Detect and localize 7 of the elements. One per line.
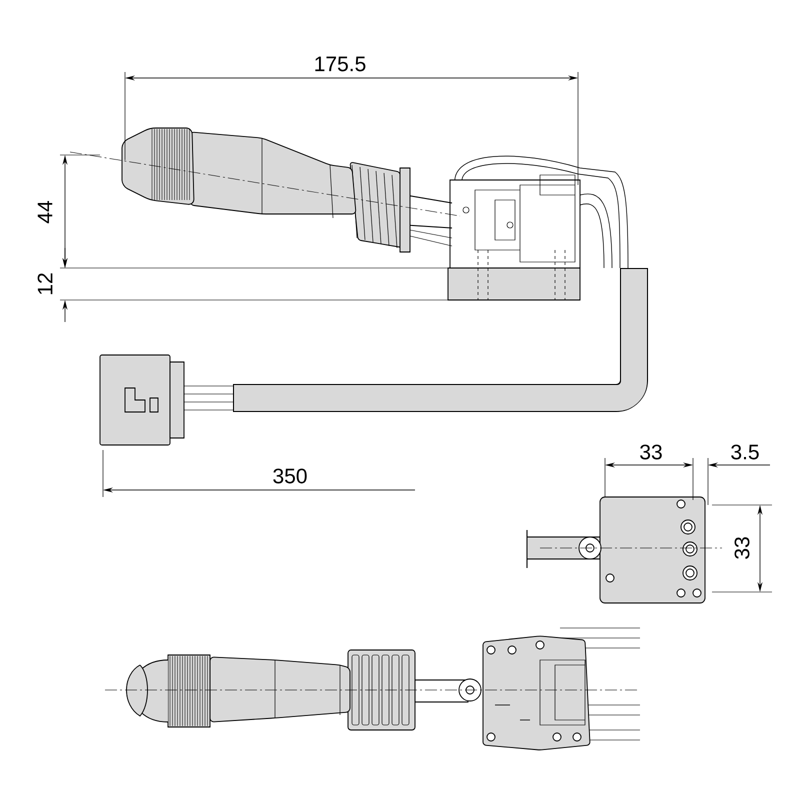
dimension-label: 44: [38, 200, 52, 224]
dimension-label: 33: [734, 537, 750, 559]
dimension-label: 350: [273, 468, 307, 484]
dimension-label: 175.5: [315, 56, 366, 72]
dimension-label: 33: [640, 444, 662, 460]
dimension-label: 12: [38, 273, 52, 294]
dimension-label: 3.5: [731, 444, 759, 460]
